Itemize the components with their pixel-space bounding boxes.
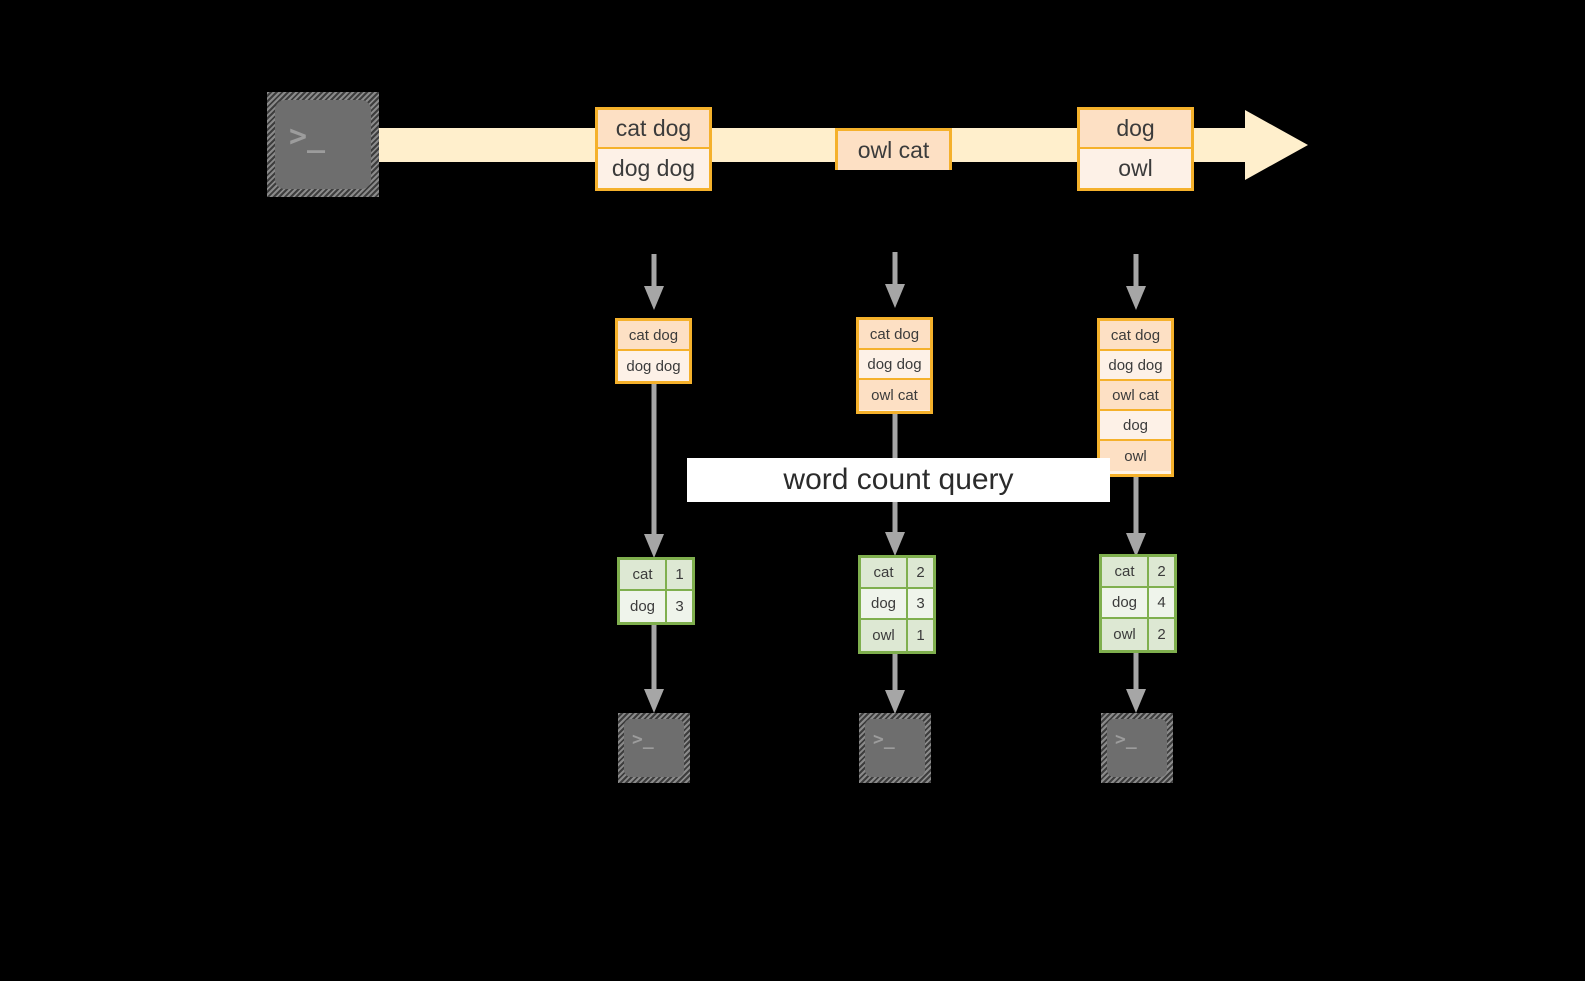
table-row: owl 1 xyxy=(861,620,933,651)
stream-record: dog xyxy=(1080,110,1191,149)
terminal-screen xyxy=(1107,719,1167,777)
query-label: word count query xyxy=(783,463,1014,496)
query-banner: word count query xyxy=(687,458,1110,502)
result-word: owl xyxy=(861,620,908,651)
feed-arrow-col-3-icon xyxy=(1126,254,1146,310)
result-count: 3 xyxy=(667,591,692,622)
stream-batch-3: dog owl xyxy=(1077,107,1194,191)
terminal-screen xyxy=(865,719,925,777)
terminal-screen xyxy=(275,100,371,189)
input-record: cat dog xyxy=(859,320,930,350)
input-record: owl cat xyxy=(859,380,930,410)
result-count: 2 xyxy=(908,558,933,587)
col-3-sink-terminal-icon: >_ xyxy=(1101,713,1173,783)
stream-batch-2: owl cat xyxy=(835,128,952,170)
col-2-result-table: cat 2 dog 3 owl 1 xyxy=(858,555,936,654)
result-word: owl xyxy=(1102,619,1149,650)
table-row: cat 1 xyxy=(620,560,692,591)
result-word: dog xyxy=(1102,588,1149,617)
stream-batch-1: cat dog dog dog xyxy=(595,107,712,191)
table-row: cat 2 xyxy=(1102,557,1174,588)
result-count: 1 xyxy=(667,560,692,589)
input-record: owl cat xyxy=(1100,381,1171,411)
sink-arrow-col-2-icon xyxy=(885,654,905,714)
query-arrow-col-3-icon xyxy=(1126,477,1146,557)
sink-arrow-col-1-icon xyxy=(644,625,664,713)
result-word: dog xyxy=(620,591,667,622)
col-1-input-stack: cat dog dog dog xyxy=(615,318,692,384)
table-row: cat 2 xyxy=(861,558,933,589)
result-word: cat xyxy=(861,558,908,587)
result-count: 1 xyxy=(908,620,933,651)
table-row: dog 3 xyxy=(620,591,692,622)
stream-arrow-icon xyxy=(360,110,1308,180)
input-record: dog xyxy=(1100,411,1171,441)
stream-record: dog dog xyxy=(598,149,709,188)
input-record: dog dog xyxy=(1100,351,1171,381)
table-row: owl 2 xyxy=(1102,619,1174,650)
terminal-prompt-label: >_ xyxy=(1115,729,1137,750)
input-record: cat dog xyxy=(618,321,689,351)
sink-arrow-col-3-icon xyxy=(1126,653,1146,713)
input-record: owl xyxy=(1100,441,1171,471)
input-record: cat dog xyxy=(1100,321,1171,351)
terminal-prompt-label: >_ xyxy=(632,729,654,750)
result-count: 2 xyxy=(1149,619,1174,650)
result-count: 3 xyxy=(908,589,933,618)
result-word: cat xyxy=(1102,557,1149,586)
col-1-sink-terminal-icon: >_ xyxy=(618,713,690,783)
result-count: 4 xyxy=(1149,588,1174,617)
stream-record: owl cat xyxy=(838,131,949,170)
feed-arrow-col-2-icon xyxy=(885,252,905,308)
col-1-result-table: cat 1 dog 3 xyxy=(617,557,695,625)
col-3-result-table: cat 2 dog 4 owl 2 xyxy=(1099,554,1177,653)
result-word: cat xyxy=(620,560,667,589)
feed-arrow-col-1-icon xyxy=(644,254,664,310)
terminal-screen xyxy=(624,719,684,777)
terminal-prompt-label: >_ xyxy=(289,119,326,154)
col-3-input-stack: cat dog dog dog owl cat dog owl xyxy=(1097,318,1174,477)
source-terminal-icon: >_ xyxy=(267,92,379,197)
table-row: dog 3 xyxy=(861,589,933,620)
terminal-prompt-label: >_ xyxy=(873,729,895,750)
result-word: dog xyxy=(861,589,908,618)
input-record: dog dog xyxy=(859,350,930,380)
stream-record: owl xyxy=(1080,149,1191,188)
input-record: dog dog xyxy=(618,351,689,381)
col-2-sink-terminal-icon: >_ xyxy=(859,713,931,783)
table-row: dog 4 xyxy=(1102,588,1174,619)
stream-record: cat dog xyxy=(598,110,709,149)
query-arrow-col-1-icon xyxy=(644,384,664,558)
result-count: 2 xyxy=(1149,557,1174,586)
col-2-input-stack: cat dog dog dog owl cat xyxy=(856,317,933,414)
